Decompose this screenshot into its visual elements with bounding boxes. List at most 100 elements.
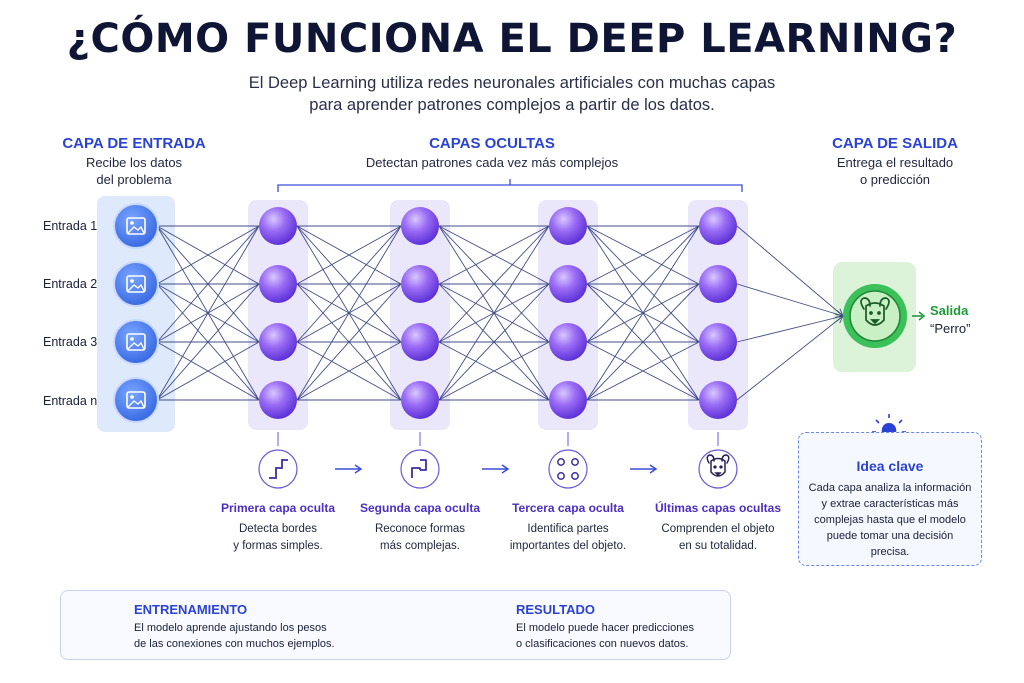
output-value: “Perro”: [930, 321, 971, 336]
network-nodes: [113, 203, 737, 423]
connection-line: [296, 225, 402, 343]
parts-icon: [548, 449, 588, 489]
connection-line: [296, 225, 402, 401]
hidden-column-bg-3: [538, 200, 598, 430]
input-node-2: [113, 261, 159, 307]
idea-line-2: y extrae características más: [821, 498, 959, 510]
input-node-1: [113, 203, 159, 249]
hidden-node-1-1: [259, 207, 297, 245]
stage-name-4: Últimas capas ocultas: [654, 501, 782, 515]
hidden-node-4-2: [699, 265, 737, 303]
hidden-node-4-1: [699, 207, 737, 245]
input-node-3: [113, 319, 159, 365]
output-layer-desc-2: o predicción: [859, 172, 931, 187]
dog-output-icon: [860, 297, 890, 326]
training-title: ENTRENAMIENTO: [134, 602, 248, 617]
stage-arrows: [335, 464, 658, 474]
training-line-1: El modelo aprende ajustando los pesos: [134, 622, 327, 634]
hidden-node-1-4: [259, 381, 297, 419]
hidden-layers-desc: Detectan patrones cada vez más complejos: [365, 155, 619, 170]
idea-title: Idea clave: [856, 458, 924, 474]
input-label-n: Entrada n: [43, 394, 98, 408]
output-label: Salida: [930, 303, 969, 318]
input-label-3: Entrada 3: [43, 335, 98, 349]
connection-line: [296, 283, 402, 401]
idea-text: Cada capa analiza la información y extra…: [806, 480, 974, 560]
connection-line: [586, 341, 700, 401]
hidden-layers-title: CAPAS OCULTAS: [429, 135, 555, 152]
hidden-node-4-3: [699, 323, 737, 361]
stage-desc-4a: Comprenden el objeto: [661, 523, 775, 535]
input-label-2: Entrada 2: [43, 277, 98, 291]
stage-name-2: Segunda capa oculta: [359, 501, 481, 515]
connection-line: [438, 341, 550, 401]
hidden-node-3-1: [549, 207, 587, 245]
connection-line: [736, 315, 844, 401]
subtitle-line-2: para aprender patrones complejos a parti…: [309, 96, 715, 114]
connection-line: [156, 225, 260, 401]
connection-line: [586, 225, 700, 343]
idea-line-4: puede tomar una decisión: [826, 530, 954, 542]
hidden-node-3-3: [549, 323, 587, 361]
connection-line: [156, 225, 260, 343]
connection-line: [736, 225, 844, 317]
training-line-2: de las conexiones con muchos ejemplos.: [134, 638, 335, 650]
connection-line: [438, 225, 550, 285]
hidden-node-2-4: [401, 381, 439, 419]
hidden-layers-bracket: [277, 184, 743, 192]
stage-desc-4b: en su totalidad.: [678, 540, 757, 552]
input-node-4: [113, 377, 159, 423]
training-result-box: [60, 590, 731, 660]
stage-name-1: Primera capa oculta: [220, 501, 336, 515]
connection-line: [736, 283, 844, 317]
connection-line: [586, 225, 700, 401]
connection-line: [586, 225, 700, 285]
result-line-2: o clasificaciones con nuevos datos.: [516, 638, 689, 650]
connection-line: [438, 283, 550, 401]
input-layer-desc-2: del problema: [96, 172, 172, 187]
hidden-node-1-2: [259, 265, 297, 303]
result-line-1: El modelo puede hacer predicciones: [516, 622, 694, 634]
input-label-1: Entrada 1: [43, 219, 98, 233]
connection-line: [156, 341, 260, 401]
stage-desc-3a: Identifica partes: [527, 523, 609, 535]
output-layer-desc-1: Entrega el resultado: [836, 155, 954, 170]
connection-lines: [156, 225, 844, 401]
hidden-node-2-2: [401, 265, 439, 303]
input-layer-title: CAPA DE ENTRADA: [62, 135, 206, 152]
hidden-node-3-2: [549, 265, 587, 303]
stage-desc-2a: Reconoce formas: [374, 523, 466, 535]
hidden-node-2-1: [401, 207, 439, 245]
hidden-node-4-4: [699, 381, 737, 419]
shapes-icon: [400, 449, 440, 489]
hidden-column-bg-1: [248, 200, 308, 430]
connection-line: [586, 283, 700, 401]
connection-line: [156, 225, 260, 285]
connection-line: [438, 225, 550, 401]
idea-line-5: precisa.: [870, 546, 910, 558]
connection-line: [438, 225, 550, 343]
hidden-column-bg-2: [390, 200, 450, 430]
hidden-node-1-3: [259, 323, 297, 361]
connection-line: [736, 315, 844, 343]
subtitle-line-1: El Deep Learning utiliza redes neuronale…: [248, 74, 776, 92]
stage-desc-3b: importantes del objeto.: [509, 540, 627, 552]
hidden-node-2-3: [401, 323, 439, 361]
idea-line-3: complejas hasta que el modelo: [814, 514, 966, 526]
hidden-node-3-4: [549, 381, 587, 419]
stage-desc-2b: más complejas.: [380, 540, 460, 552]
output-layer-title: CAPA DE SALIDA: [832, 135, 958, 152]
result-title: RESULTADO: [516, 602, 595, 617]
connection-line: [296, 341, 402, 401]
hidden-column-bg-4: [688, 200, 748, 430]
idea-line-1: Cada capa analiza la información: [808, 482, 972, 494]
stage-desc-1b: y formas simples.: [233, 540, 323, 552]
input-column-bg: [97, 196, 175, 432]
stage-desc-1a: Detecta bordes: [239, 523, 317, 535]
dog-icon: [698, 449, 738, 489]
stage-name-3: Tercera capa oculta: [512, 501, 624, 515]
edges-icon: [258, 449, 298, 489]
page-title: ¿CÓMO FUNCIONA EL DEEP LEARNING?: [66, 16, 958, 62]
connection-line: [156, 283, 260, 401]
